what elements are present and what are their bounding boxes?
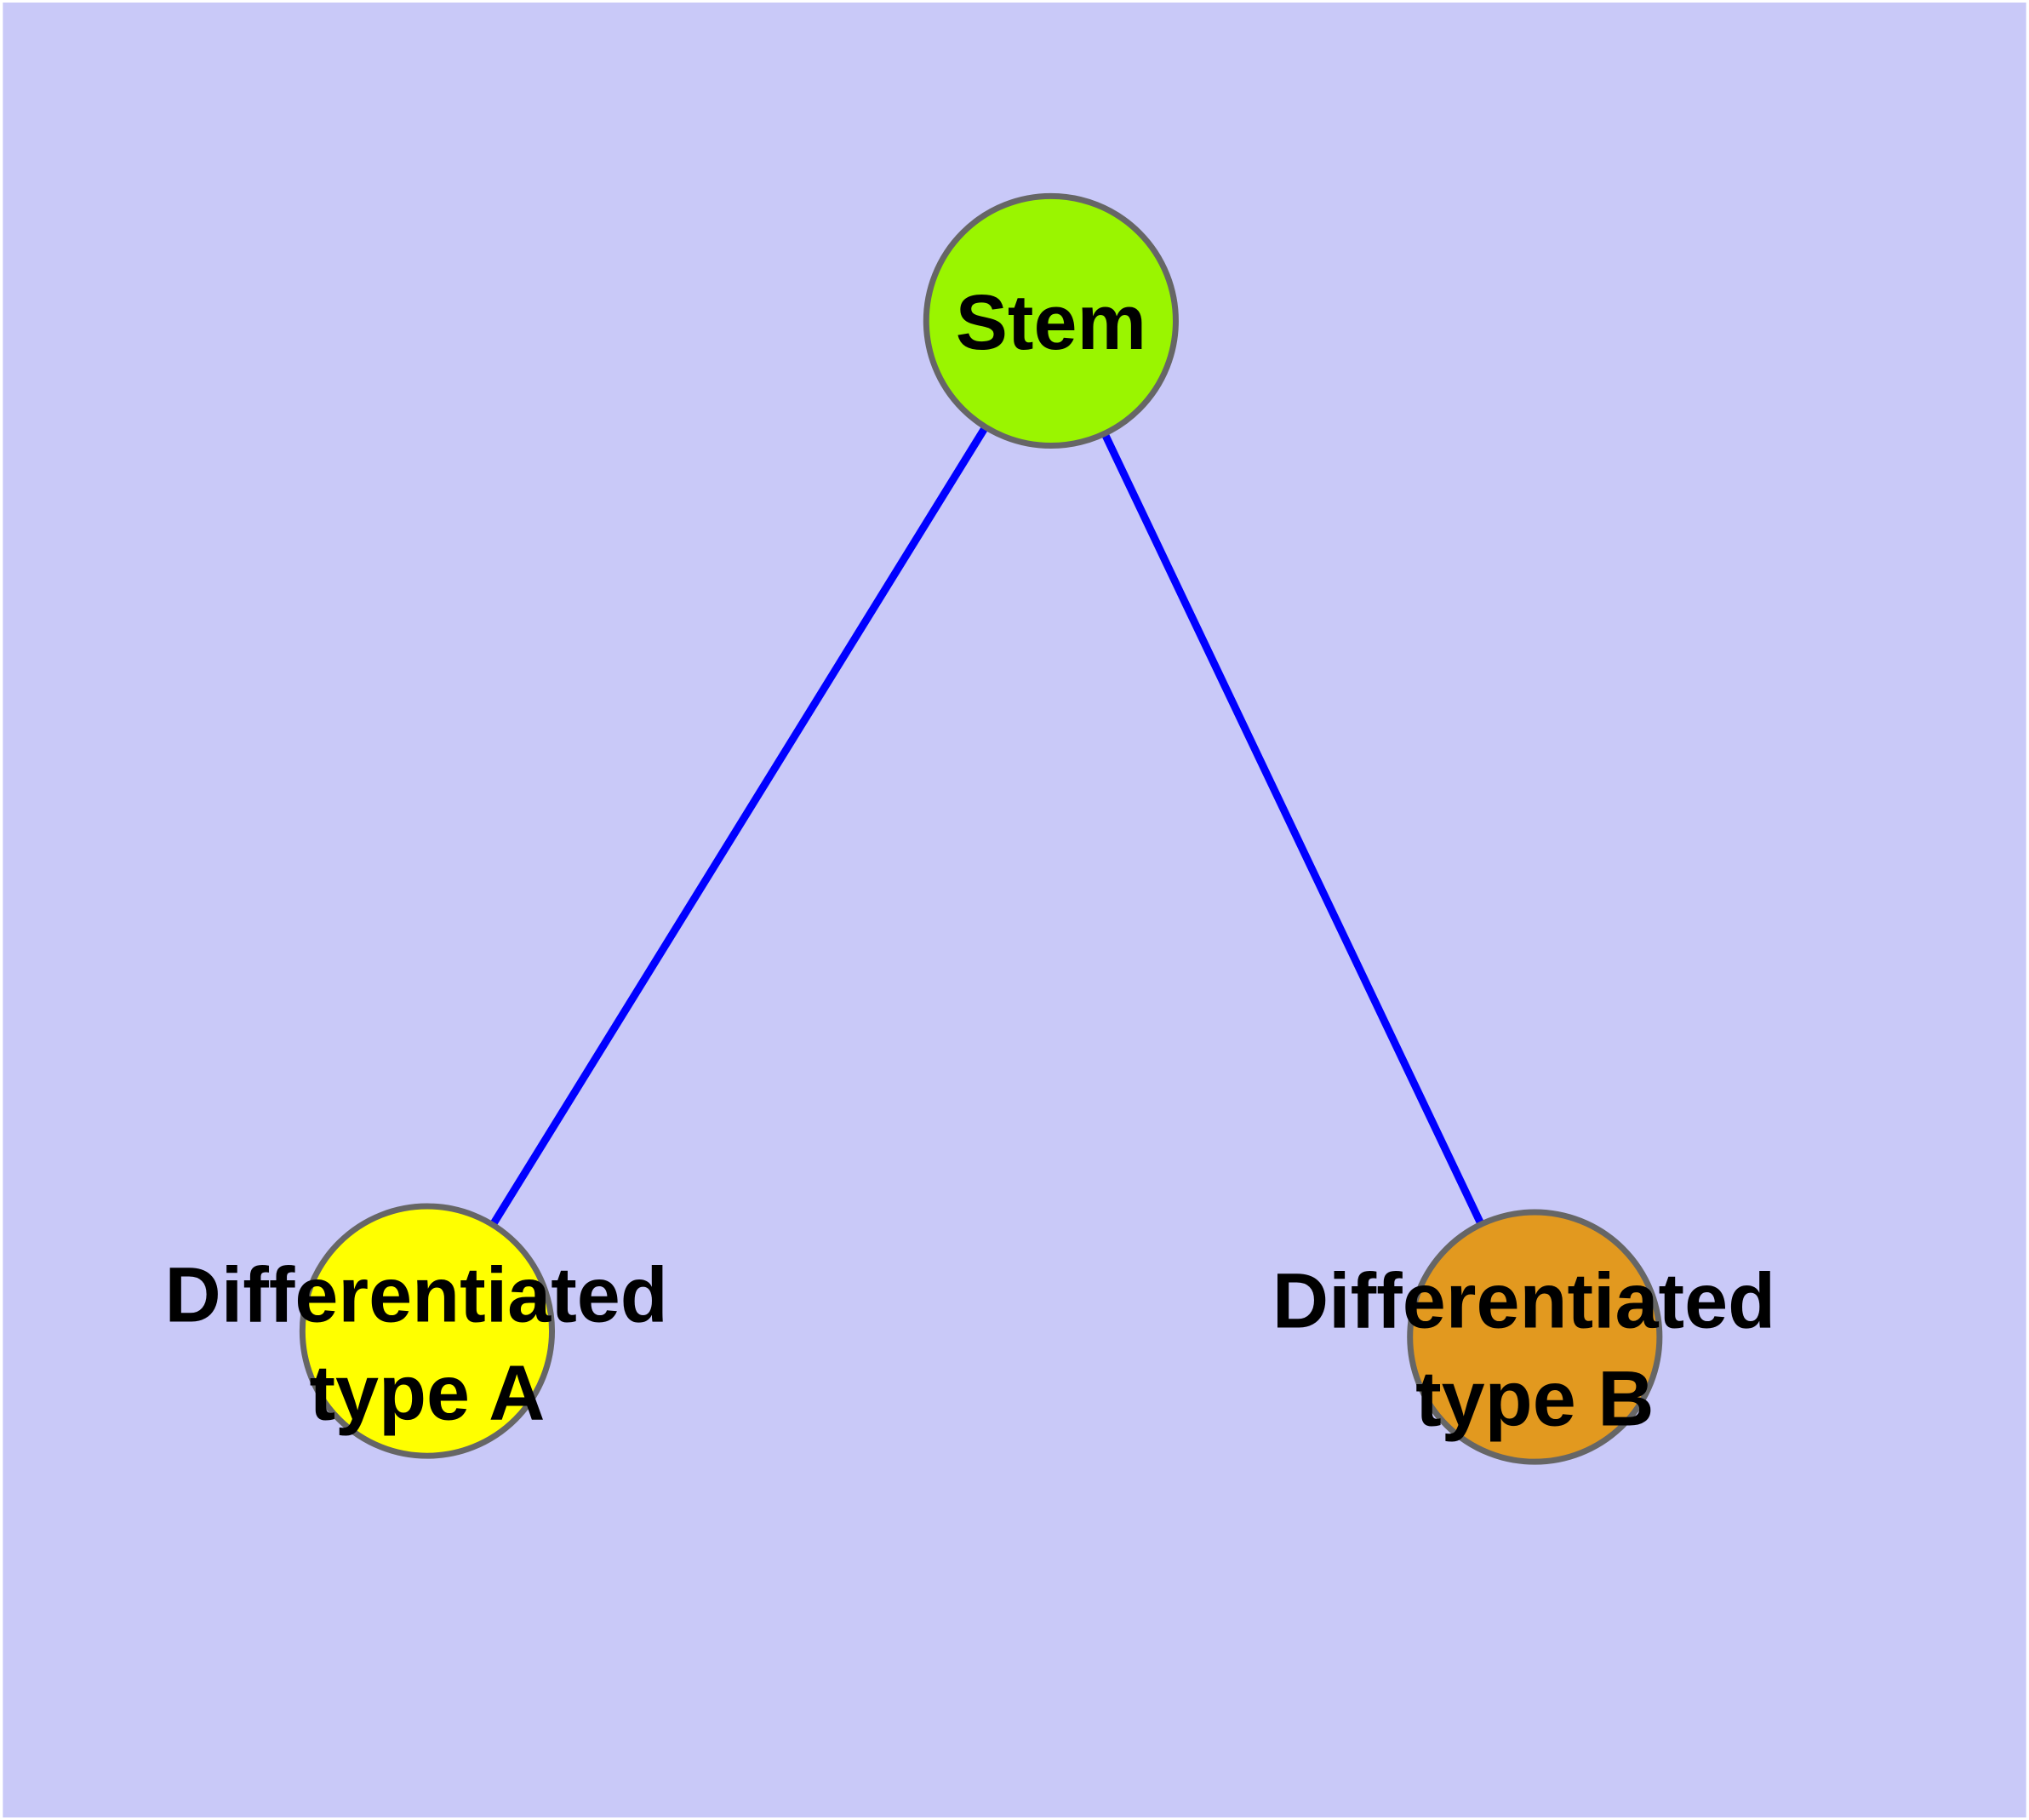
edge-stem-to-type-a: [424, 318, 1055, 1333]
node-differentiated-type-b-circle: [1407, 1209, 1663, 1465]
node-differentiated-type-a-label-line1: Differentiated: [165, 1252, 668, 1339]
node-differentiated-type-a-label: Differentiated type A: [165, 1252, 690, 1437]
node-differentiated-type-a-label-line2: type A: [309, 1349, 545, 1436]
node-differentiated-type-a-circle: [299, 1203, 556, 1459]
node-differentiated-type-b-label: Differentiated type B: [1272, 1258, 1798, 1443]
node-stem: Stem: [923, 192, 1179, 449]
node-stem-circle: [923, 192, 1179, 449]
edge-stem-to-type-b: [1047, 319, 1539, 1339]
node-differentiated-type-b-label-line2: type B: [1415, 1355, 1654, 1442]
node-differentiated-type-b-label-line1: Differentiated: [1272, 1258, 1775, 1345]
graph-svg: Stem Differentiated type A Differentiate…: [3, 3, 2026, 1817]
node-differentiated-type-b: Differentiated type B: [1272, 1209, 1798, 1465]
node-differentiated-type-a: Differentiated type A: [165, 1203, 690, 1459]
node-stem-label: Stem: [956, 279, 1146, 366]
